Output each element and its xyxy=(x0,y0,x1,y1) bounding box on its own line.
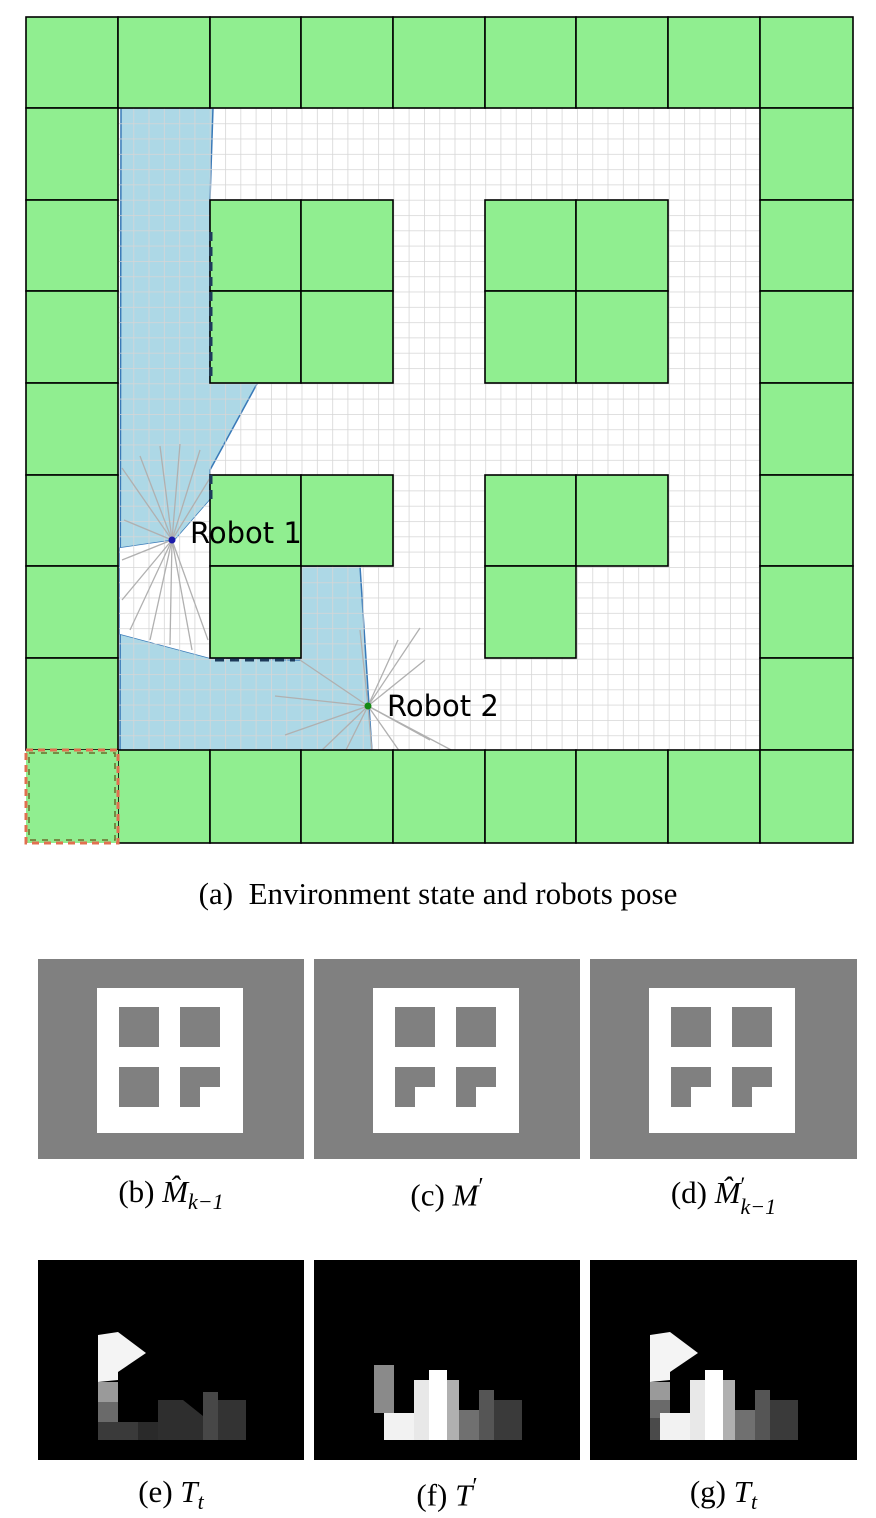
interior-obstacles xyxy=(209,199,669,659)
transfer-panel-f xyxy=(314,1260,580,1460)
robot1-sensor-rays xyxy=(121,443,211,651)
caption-a-text: Environment state and robots pose xyxy=(248,876,678,911)
robot2-label: Robot 2 xyxy=(387,689,499,723)
caption-f-symbol: T xyxy=(455,1477,473,1513)
caption-a-tag: (a) xyxy=(198,876,234,911)
caption-d-symbol: M̂ xyxy=(714,1175,741,1211)
caption-a: (a) Environment state and robots pose xyxy=(0,876,876,912)
caption-f: (f) T′ xyxy=(416,1474,478,1513)
dashed-corner-cell xyxy=(24,748,120,845)
map-panel-b xyxy=(38,959,304,1159)
caption-g: (g) Tt xyxy=(689,1474,758,1515)
map-panel-c xyxy=(314,959,580,1159)
caption-c-symbol: M xyxy=(452,1177,479,1213)
transfer-panel-e xyxy=(38,1260,304,1460)
caption-e-symbol: T xyxy=(180,1474,198,1509)
map-panel-d xyxy=(590,959,857,1159)
wall-blocks xyxy=(25,16,854,844)
environment-map: Robot 1 Robot 2 xyxy=(24,16,854,845)
caption-b-symbol: M̂ xyxy=(162,1174,189,1209)
caption-c: (c) M′ xyxy=(410,1174,484,1213)
robot1-marker xyxy=(168,536,176,544)
robot2-sensor-rays xyxy=(274,627,456,753)
caption-g-symbol: T xyxy=(733,1474,752,1509)
caption-e: (e) Tt xyxy=(138,1474,204,1515)
robot2-marker xyxy=(364,702,372,710)
caption-b: (b) M̂k−1 xyxy=(118,1174,224,1215)
caption-d: (d) M̂′k−1 xyxy=(670,1172,777,1219)
transfer-panel-g xyxy=(590,1260,857,1460)
robot1-label: Robot 1 xyxy=(190,516,302,550)
